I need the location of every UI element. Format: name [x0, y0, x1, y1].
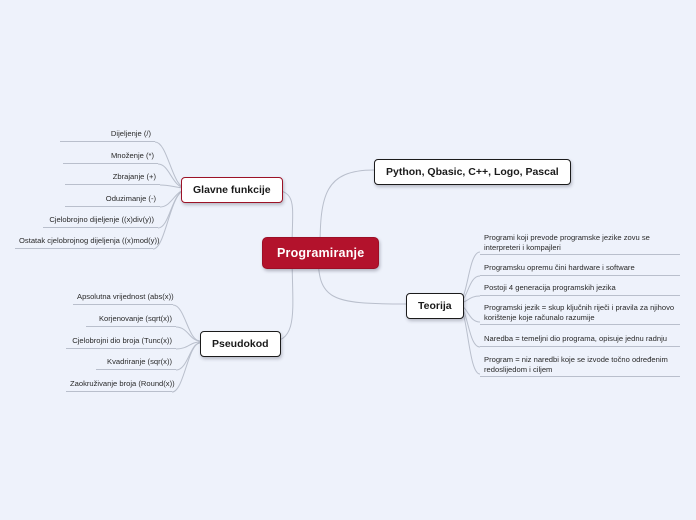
- leaf-pseudokod-4[interactable]: Zaokruživanje broja (Round(x)): [66, 379, 175, 392]
- edge-pseudokod-child-2: [175, 341, 201, 350]
- leaf-glavne-funkcije-5[interactable]: Ostatak cjelobrojnog dijeljenja ((x)mod(…: [15, 236, 160, 249]
- leaf-glavne-funkcije-2[interactable]: Zbrajanje (+): [65, 172, 160, 185]
- leaf-teorija-5[interactable]: Program = niz naredbi koje se izvode toč…: [480, 355, 680, 378]
- leaf-pseudokod-0[interactable]: Apsolutna vrijednost (abs(x)): [73, 292, 174, 305]
- edge-pseudokod-child-3: [175, 342, 201, 371]
- leaf-teorija-0[interactable]: Programi koji prevode programske jezike …: [480, 233, 680, 256]
- edge-pseudokod-child-0: [172, 304, 201, 342]
- leaf-glavne-funkcije-4[interactable]: Cjelobrojno dijeljenje ((x)div(y)): [43, 215, 158, 228]
- edge-pseudokod-child-1: [175, 326, 201, 342]
- leaf-glavne-funkcije-1[interactable]: Množenje (*): [63, 151, 158, 164]
- leaf-pseudokod-3[interactable]: Kvadriranje (sqr(x)): [96, 357, 176, 370]
- leaf-pseudokod-2[interactable]: Cjelobrojni dio broja (Tunc(x)): [66, 336, 176, 349]
- leaf-teorija-4[interactable]: Naredba = temeljni dio programa, opisuje…: [480, 334, 680, 347]
- branch-node-pseudokod[interactable]: Pseudokod: [200, 331, 281, 357]
- leaf-teorija-2[interactable]: Postoji 4 generacija programskih jezika: [480, 283, 680, 296]
- leaf-glavne-funkcije-0[interactable]: Dijeljenje (/): [60, 129, 155, 142]
- branch-node-jezici[interactable]: Python, Qbasic, C++, Logo, Pascal: [374, 159, 571, 185]
- leaf-teorija-1[interactable]: Programsku opremu čini hardware i softwa…: [480, 263, 680, 276]
- leaf-pseudokod-1[interactable]: Korjenovanje (sqrt(x)): [86, 314, 176, 327]
- branch-node-glavne-funkcije[interactable]: Glavne funkcije: [181, 177, 283, 203]
- leaf-teorija-3[interactable]: Programski jezik = skup ključnih riječi …: [480, 303, 680, 326]
- edge-pseudokod-child-4: [171, 342, 201, 393]
- root-node-programiranje[interactable]: Programiranje: [262, 237, 380, 269]
- branch-node-teorija[interactable]: Teorija: [406, 293, 464, 319]
- leaf-glavne-funkcije-3[interactable]: Oduzimanje (-): [65, 194, 160, 207]
